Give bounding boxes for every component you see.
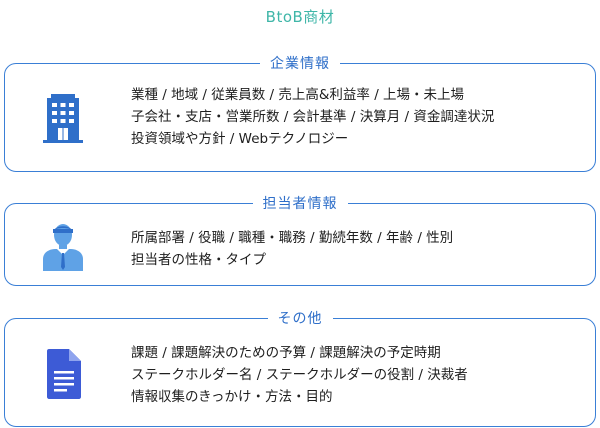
section-lines: 課題 / 課題解決のための予算 / 課題解決の予定時期 ステークホルダー名 / …: [131, 342, 585, 408]
section-heading: 担当者情報: [252, 194, 348, 214]
section-company-info: 企業情報: [4, 54, 596, 172]
building-icon: [41, 92, 85, 144]
section-line: 業種 / 地域 / 従業員数 / 売上高&利益率 / 上場・未上場: [131, 87, 465, 103]
section-heading-wrap: 企業情報: [5, 53, 595, 74]
section-heading: 企業情報: [260, 54, 340, 74]
section-line: 所属部署 / 役職 / 職種・職務 / 勤続年数 / 年齢 / 性別: [131, 230, 454, 246]
section-line: ステークホルダー名 / ステークホルダーの役割 / 決裁者: [131, 367, 468, 383]
person-icon: [41, 221, 85, 271]
section-other-info: その他 課題 / 課題解決のための予算 / 課題解決の予定時期 ステークホルダー…: [4, 309, 596, 427]
page-title: BtoB商材: [265, 8, 335, 26]
section-contact-info: 担当者情報 所属部署 / 役職 / 職種・職務 / 勤続年数 / 年齢 / 性別…: [4, 194, 596, 286]
section-line: 情報収集のきっかけ・方法・目的: [131, 389, 333, 405]
section-heading-wrap: 担当者情報: [5, 193, 595, 214]
section-heading: その他: [267, 309, 333, 329]
section-line: 子会社・支店・営業所数 / 会計基準 / 決算月 / 資金調達状況: [131, 109, 495, 125]
section-line: 担当者の性格・タイプ: [131, 252, 266, 268]
section-heading-wrap: その他: [5, 308, 595, 329]
section-lines: 業種 / 地域 / 従業員数 / 売上高&利益率 / 上場・未上場 子会社・支店…: [131, 84, 585, 150]
section-line: 投資領域や方針 / Webテクノロジー: [131, 131, 349, 147]
section-lines: 所属部署 / 役職 / 職種・職務 / 勤続年数 / 年齢 / 性別 担当者の性…: [131, 227, 585, 271]
document-icon: [41, 347, 85, 401]
section-line: 課題 / 課題解決のための予算 / 課題解決の予定時期: [131, 345, 441, 361]
